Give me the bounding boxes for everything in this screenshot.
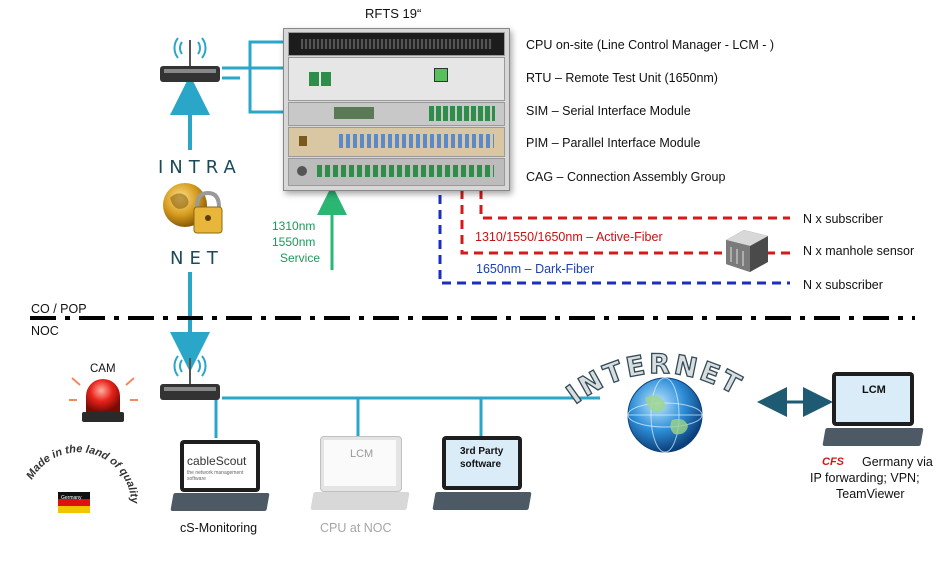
third-party-line-2: software (460, 459, 502, 470)
service-line-1: 1310nm (272, 219, 316, 233)
dark-fiber-line (438, 195, 790, 285)
rfts-rack (283, 28, 510, 191)
monitoring-label: cS-Monitoring (180, 521, 258, 535)
sim-slot (288, 102, 505, 126)
internet-globe-icon (627, 377, 703, 453)
co-pop-label: CO / POP (31, 302, 87, 316)
module-cag-label: CAG – Connection Assembly Group (526, 170, 726, 184)
cam-label: CAM (90, 363, 116, 375)
remote-text-3: TeamViewer (836, 487, 905, 501)
service-line-3: Service (280, 251, 321, 265)
module-pim-label: PIM – Parallel Interface Module (526, 136, 701, 150)
cpu-at-noc-label: CPU at NOC (320, 521, 392, 535)
laptop-monitoring: cableScout the network management softwa… (170, 440, 270, 520)
intranet-lock-globe-icon (163, 183, 223, 234)
cablescout-logo: cableScout (187, 454, 247, 468)
router-rack-links (222, 40, 286, 114)
active-fiber-lines (460, 190, 790, 255)
laptop-third-party: 3rd Party software (432, 436, 532, 520)
made-in-germany-badge: Made in the land of quality (24, 443, 140, 513)
manhole-sensor-icon (726, 230, 768, 272)
subscriber-bottom-label: N x subscriber (803, 278, 883, 292)
badge-flag-label: Germany (61, 495, 82, 501)
third-party-line-1: 3rd Party (460, 446, 504, 457)
cfs-logo: CFS (822, 456, 844, 468)
lcm-screen-label: LCM (350, 448, 374, 460)
remote-text-2: IP forwarding; VPN; (810, 471, 920, 485)
router-noc-icon (158, 354, 222, 408)
cablescout-sub: the network management software (187, 470, 244, 482)
laptop-remote-lcm: LCM (822, 372, 924, 456)
cag-slot (288, 158, 505, 186)
module-sim-label: SIM – Serial Interface Module (526, 104, 691, 118)
router-top-icon (158, 36, 222, 90)
subscriber-top-label: N x subscriber (803, 212, 883, 226)
remote-lcm-screen: LCM (862, 384, 886, 396)
noc-bus (214, 396, 600, 438)
laptop-lcm-noc: LCM (310, 436, 410, 520)
rfts-title: RFTS 19“ (365, 6, 422, 21)
net-label: NET (170, 248, 224, 269)
pim-slot (288, 127, 505, 157)
rtu-slot (288, 57, 505, 101)
active-fiber-label: 1310/1550/1650nm – Active-Fiber (475, 230, 663, 244)
manhole-sensor-label: N x manhole sensor (803, 244, 915, 258)
module-cpu-label: CPU on-site (Line Control Manager - LCM … (526, 38, 774, 52)
noc-label: NOC (31, 324, 59, 338)
cpu-slot (288, 32, 505, 56)
service-line-2: 1550nm (272, 235, 316, 249)
dark-fiber-label: 1650nm – Dark-Fiber (476, 262, 595, 276)
cam-alarm-light-icon (69, 377, 138, 422)
module-rtu-label: RTU – Remote Test Unit (1650nm) (526, 71, 718, 85)
remote-text-1: Germany via (862, 455, 933, 469)
monitoring-screen: cableScout the network management softwa… (184, 444, 256, 488)
intra-label: INTRA (158, 157, 242, 178)
